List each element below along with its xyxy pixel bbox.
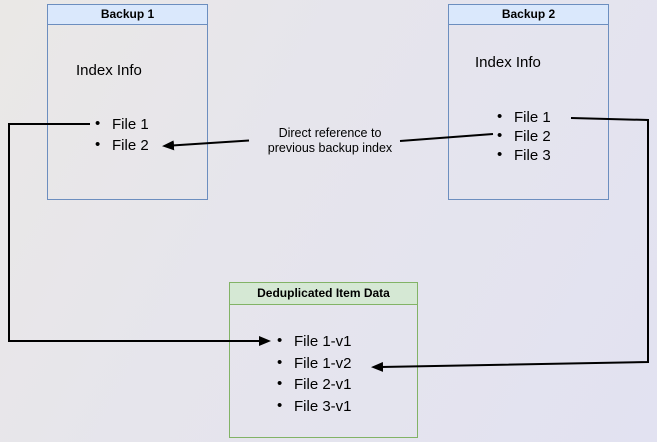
list-item: File 1-v2 [276,352,352,375]
dedup-item-list: File 1-v1 File 1-v2 File 2-v1 File 3-v1 [276,330,352,418]
list-item: File 1 [94,113,149,135]
backup1-box: Backup 1 Index Info File 1 File 2 [47,4,208,200]
list-item: File 3 [496,145,551,165]
list-item: File 1 [496,107,551,127]
backup2-file-list: File 1 File 2 File 3 [496,107,551,165]
dedup-store-header: Deduplicated Item Data [230,283,417,305]
backup1-index-label: Index Info [76,62,142,79]
direct-reference-label-line1: Direct reference to [278,126,382,140]
direct-reference-label: Direct reference to previous backup inde… [240,126,420,155]
list-item: File 3-v1 [276,395,352,418]
dedup-store-box: Deduplicated Item Data File 1-v1 File 1-… [229,282,418,438]
list-item: File 1-v1 [276,330,352,353]
backup1-header: Backup 1 [48,5,207,25]
backup2-header: Backup 2 [449,5,608,25]
backup2-index-label: Index Info [475,54,541,71]
backup2-box: Backup 2 Index Info File 1 File 2 File 3 [448,4,609,200]
backup1-file-list: File 1 File 2 [94,113,149,156]
direct-reference-label-line2: previous backup index [267,140,393,155]
list-item: File 2 [94,134,149,156]
list-item: File 2 [496,126,551,146]
list-item: File 2-v1 [276,373,352,396]
